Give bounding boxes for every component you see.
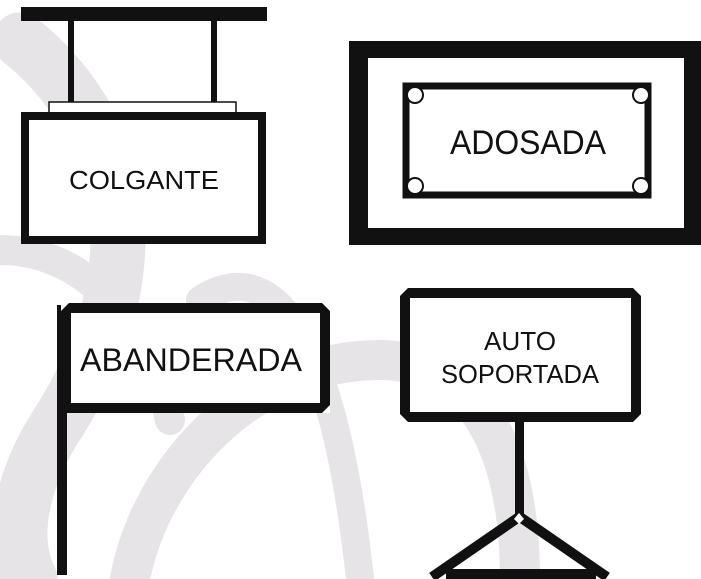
corner-bracket xyxy=(322,405,330,413)
corner-bracket xyxy=(322,303,330,311)
screw-top-left xyxy=(406,86,424,104)
flag-pole xyxy=(57,305,67,575)
adosada-panel xyxy=(402,82,652,199)
autosoportada-frame xyxy=(400,288,641,422)
ceiling-bar xyxy=(21,7,267,21)
support-post xyxy=(515,418,524,520)
screw-top-right xyxy=(632,86,650,104)
autosoportada-label-line2: SOPORTADA xyxy=(441,359,600,389)
support-leg-right xyxy=(517,512,610,579)
abanderada-label: ABANDERADA xyxy=(80,342,303,378)
support-base xyxy=(446,569,596,579)
abanderada-sign: ABANDERADA xyxy=(57,303,330,575)
autosoportada-label-line1: AUTO xyxy=(484,326,556,356)
corner-bracket xyxy=(61,303,69,311)
screw-bottom-left xyxy=(406,177,424,195)
joint-bracket xyxy=(514,513,524,524)
corner-bracket xyxy=(633,288,641,296)
autosoportada-sign: AUTO SOPORTADA xyxy=(400,288,641,579)
screw-bottom-right xyxy=(632,177,650,195)
colgante-frame xyxy=(21,112,266,244)
hanging-rod-right xyxy=(211,21,217,104)
abanderada-frame xyxy=(61,303,330,413)
hanging-rod-left xyxy=(68,21,74,104)
mounting-plate xyxy=(48,101,237,114)
adosada-label: ADOSADA xyxy=(450,124,606,162)
corner-bracket xyxy=(400,414,408,422)
adosada-sign: ADOSADA xyxy=(349,41,701,245)
corner-bracket xyxy=(633,414,641,422)
corner-bracket xyxy=(400,288,408,296)
colgante-label: COLGANTE xyxy=(69,165,219,195)
colgante-sign: COLGANTE xyxy=(21,7,267,244)
support-leg-left xyxy=(429,512,522,579)
